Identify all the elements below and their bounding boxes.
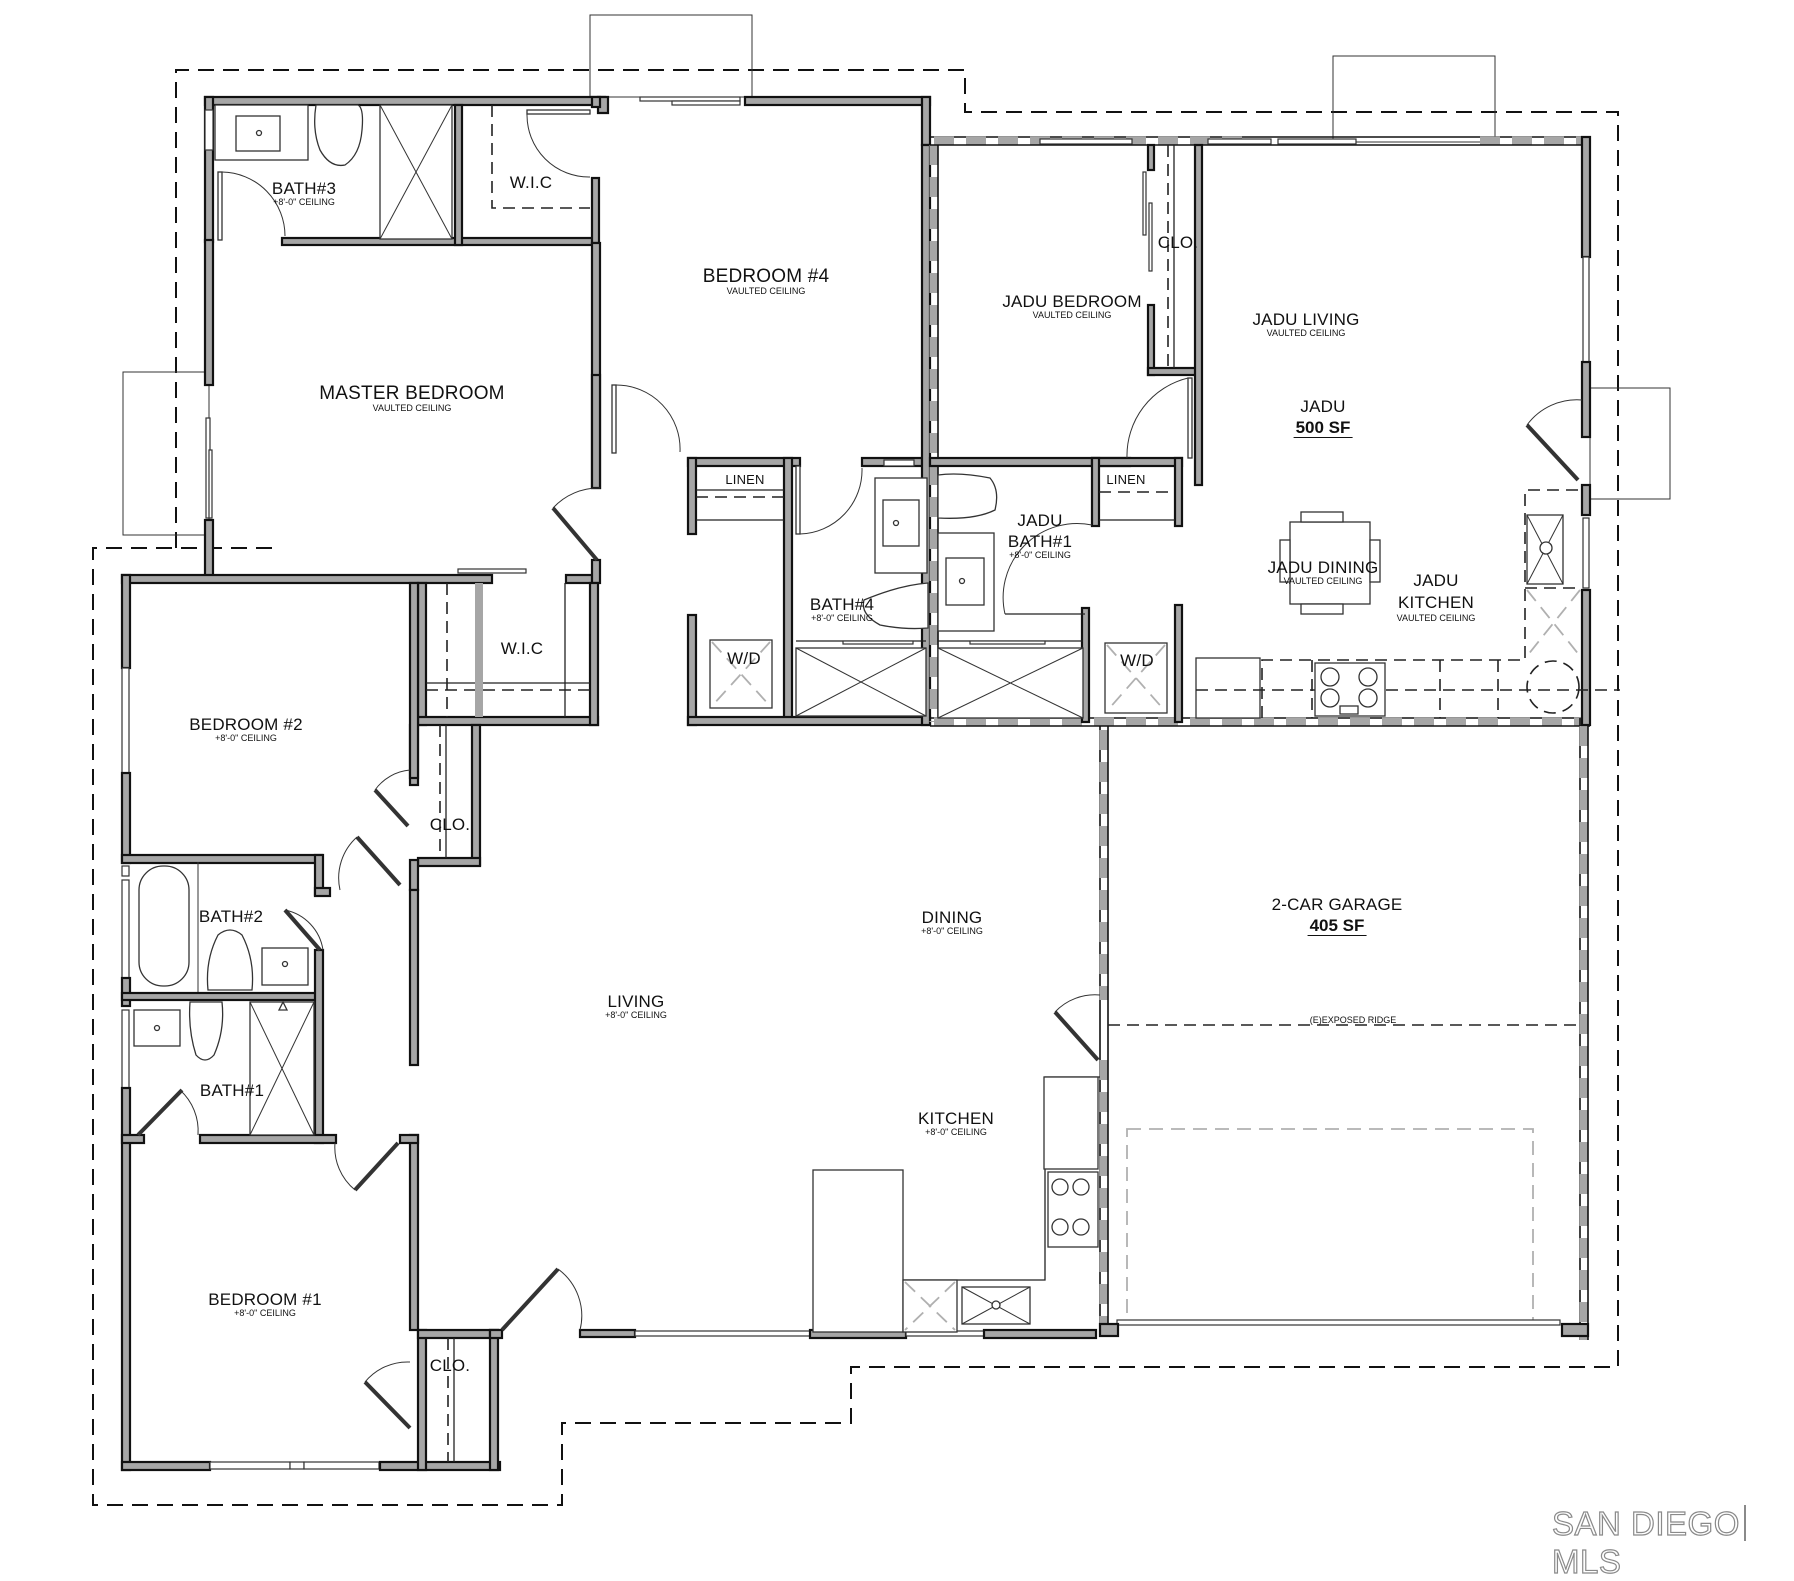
jadu-interior-walls xyxy=(928,143,1204,724)
room-label-jadu-living: JADU LIVING VAULTED CEILING xyxy=(1252,310,1360,338)
room-label-garage: 2-CAR GARAGE 405 SF xyxy=(1271,895,1403,936)
toilet-icon xyxy=(314,104,364,167)
sink-icon xyxy=(261,947,309,986)
toilet-icon xyxy=(188,1001,224,1061)
dining-table-icon xyxy=(1279,511,1381,615)
room-label-jadu-area: JADU 500 SF xyxy=(1293,397,1353,438)
room-label-jadu-dining: JADU DINING VAULTED CEILING xyxy=(1267,558,1379,586)
toilet-icon xyxy=(862,582,929,630)
windows xyxy=(639,96,1272,467)
refrigerator-block xyxy=(812,1169,904,1333)
watermark-divider xyxy=(1743,1505,1746,1541)
room-label-living: LIVING +8'-0" CEILING xyxy=(605,992,667,1020)
room-label-bath3: BATH#3 +8'-0" CEILING xyxy=(271,179,337,207)
exterior-pads xyxy=(122,14,1671,536)
fixtures xyxy=(133,104,1620,1462)
bathtub-icon xyxy=(138,865,190,987)
toilet-icon xyxy=(206,929,254,991)
room-label-jadu-kitchen: JADU KITCHEN VAULTED CEILING xyxy=(1396,571,1476,623)
roof-eave-outline xyxy=(92,69,1619,1506)
main-house-walls xyxy=(120,95,1098,1472)
mls-watermark: SAN DIEGOMLS xyxy=(1551,1504,1794,1581)
room-label-dining: DINING +8'-0" CEILING xyxy=(921,908,983,936)
room-label-wic-top: W.I.C xyxy=(509,173,553,192)
room-label-bedroom1: BEDROOM #1 +8'-0" CEILING xyxy=(208,1290,322,1318)
room-label-clo-bed1: CLO. xyxy=(429,1356,471,1375)
room-label-linen-2: LINEN xyxy=(1106,472,1146,487)
room-label-linen-1: LINEN xyxy=(725,472,765,487)
room-label-bath4: BATH#4 +8'-0" CEILING xyxy=(809,595,875,623)
room-label-wd-2: W/D xyxy=(1120,651,1154,670)
ridge-annotation: (E)EXPOSED RIDGE xyxy=(1309,1015,1397,1025)
room-label-bedroom4: BEDROOM #4 VAULTED CEILING xyxy=(702,266,830,296)
room-label-bath2: BATH#2 xyxy=(198,907,264,926)
room-label-jadu-bedroom: JADU BEDROOM VAULTED CEILING xyxy=(1002,292,1142,320)
room-label-bedroom2: BEDROOM #2 +8'-0" CEILING xyxy=(189,715,303,743)
room-label-jadu-clo: CLO. xyxy=(1157,233,1199,252)
room-label-clo-bed2: CLO. xyxy=(429,815,471,834)
watermark-right: MLS xyxy=(1551,1542,1622,1580)
toilet-icon xyxy=(937,473,998,519)
room-label-jadu-bath1: JADU BATH#1 +8'-0" CEILING xyxy=(1007,511,1073,560)
room-label-bath1: BATH#1 xyxy=(199,1081,265,1100)
doors xyxy=(136,109,1583,1430)
room-label-wd-1: W/D xyxy=(727,649,761,668)
separation-walls xyxy=(929,135,1592,1340)
watermark-left: SAN DIEGO xyxy=(1551,1504,1740,1542)
room-label-wic-master: W.I.C xyxy=(500,639,544,658)
water-heater-icon xyxy=(1526,660,1580,714)
room-label-master-bedroom: MASTER BEDROOM VAULTED CEILING xyxy=(319,383,505,413)
room-label-kitchen: KITCHEN +8'-0" CEILING xyxy=(917,1109,995,1137)
